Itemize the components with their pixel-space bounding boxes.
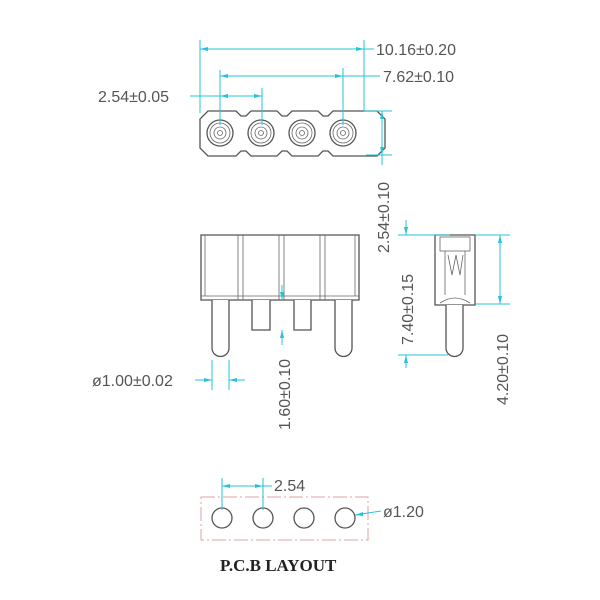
long-pin: [211, 300, 230, 358]
pcb-layout: 2.54 ø1.20 P.C.B LAYOUT: [200, 478, 424, 575]
long-pin: [334, 300, 353, 358]
side-view: 7.40±0.15 4.20±0.10: [398, 220, 512, 405]
pcb-hole: [293, 507, 315, 529]
overall-length-label: 10.16±0.20: [376, 42, 456, 59]
pcb-hole: [252, 507, 274, 529]
dim-body-height: 4.20±0.10: [476, 234, 512, 405]
outer-pin-span-label: 7.62±0.10: [383, 69, 454, 86]
pcb-hole: [334, 507, 356, 529]
dim-outer-pin-span: 7.62±0.10: [219, 68, 454, 125]
dim-hole-diameter: ø1.20: [354, 504, 424, 521]
body-height-label: 4.20±0.10: [495, 334, 512, 405]
dim-total-height: 7.40±0.15: [398, 220, 450, 368]
pin-diameter-label: ø1.00±0.02: [92, 373, 173, 390]
short-pin: [251, 300, 271, 331]
dim-pin-diameter: ø1.00±0.02: [92, 360, 245, 390]
short-pin-length-label: 1.60±0.10: [277, 359, 294, 430]
top-view-contacts: [206, 119, 357, 147]
front-view: ø1.00±0.02 1.60±0.10: [92, 234, 360, 430]
hole-diameter-label: ø1.20: [383, 504, 424, 521]
pitch-label: 2.54±0.05: [98, 89, 169, 106]
top-view: 10.16±0.20 7.62±0.10 2.54±0.05 2.54±0.10: [98, 40, 456, 253]
dim-pitch: 2.54±0.05: [98, 88, 263, 125]
total-height-label: 7.40±0.15: [400, 274, 417, 345]
short-pin: [293, 300, 312, 331]
body-width-label: 2.54±0.10: [376, 182, 393, 253]
pcb-pitch-label: 2.54: [274, 478, 305, 495]
pcb-hole: [211, 507, 233, 529]
dim-pcb-pitch: 2.54: [221, 478, 305, 510]
pcb-layout-title: P.C.B LAYOUT: [220, 556, 337, 575]
dim-body-width: 2.54±0.10: [364, 110, 393, 253]
dim-short-pin: 1.60±0.10: [277, 285, 294, 430]
